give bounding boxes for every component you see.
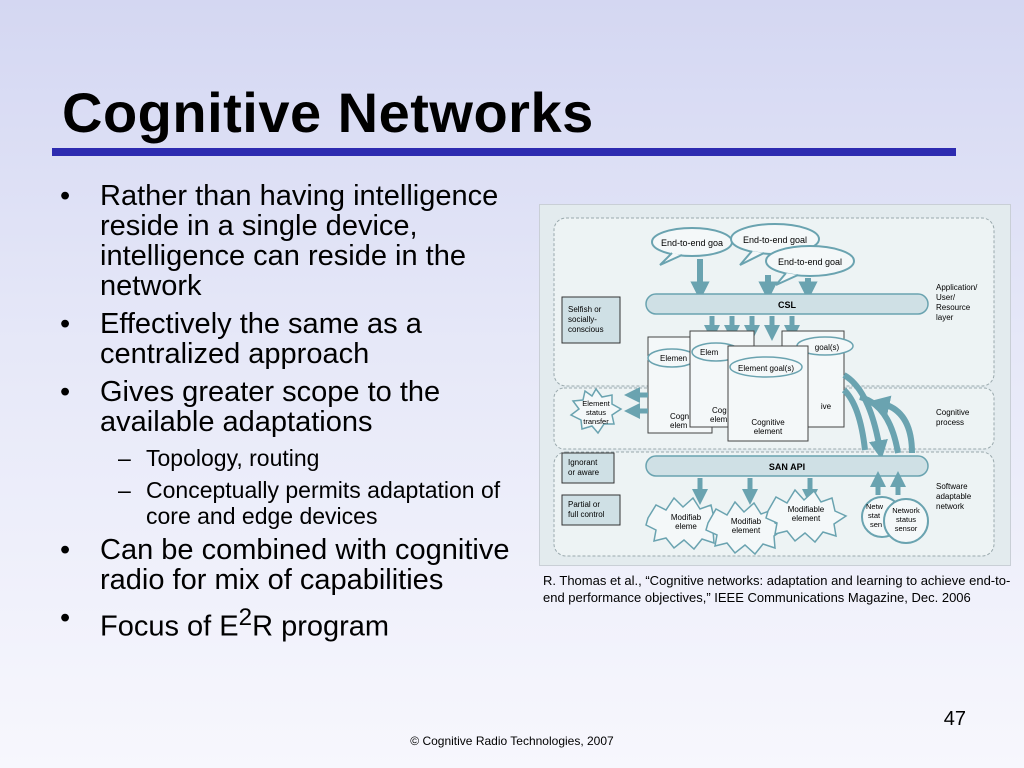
bullet-text: Can be combined with cognitive radio for…: [100, 534, 510, 596]
layer-label: Software: [936, 482, 968, 491]
layer-label: User/: [936, 293, 956, 302]
copyright-footer: © Cognitive Radio Technologies, 2007: [410, 734, 614, 748]
side-box-label: Selfish or: [568, 305, 602, 314]
bullet-item: Can be combined with cognitive radio for…: [60, 535, 522, 595]
status-label: transfer: [583, 417, 609, 426]
card-element-label: elem: [710, 415, 728, 424]
layer-label: Application/: [936, 283, 978, 292]
goal-bubble-label: End-to-end goal: [743, 235, 807, 245]
card-goal-label: goal(s): [815, 343, 840, 352]
cognitive-layer-label: Cognitive process: [936, 408, 970, 427]
status-label: Element: [582, 399, 610, 408]
network-status-sensor: Network status sensor: [883, 498, 929, 544]
goal-bubble: End-to-end goal: [765, 245, 855, 286]
modifiable-element: Modifiab eleme: [645, 496, 726, 551]
layer-label: adaptable: [936, 492, 972, 501]
slide-title: Cognitive Networks: [62, 81, 594, 144]
sensor-label: sensor: [895, 524, 918, 533]
title-underline: [52, 148, 956, 156]
csl-bar: [645, 293, 929, 315]
bullet-item: Rather than having intelligence reside i…: [60, 181, 522, 301]
software-layer-label: Software adaptable network: [936, 482, 972, 511]
sensor-label: status: [896, 515, 916, 524]
goal-bubble-label: End-to-end goa: [661, 238, 723, 248]
card-goal-label: Elemen: [660, 354, 687, 363]
bullet-list: Rather than having intelligence reside i…: [60, 181, 522, 650]
bullet-text: Effectively the same as a centralized ap…: [100, 308, 422, 370]
sub-bullet-text: Conceptually permits adaptation of core …: [146, 477, 501, 529]
modifiable-label: element: [732, 526, 761, 535]
selfish-box: Selfish or socially- conscious: [561, 296, 621, 344]
ignorant-box: Ignorant or aware: [561, 452, 615, 484]
card-element-label: Cog: [712, 406, 727, 415]
status-label: status: [586, 408, 606, 417]
card-element-label: Cogni: [670, 412, 691, 421]
bullet-item: Focus of E2R program: [60, 603, 522, 642]
modifiable-label: eleme: [675, 522, 697, 531]
process-arrow: [859, 394, 901, 454]
card-element-label: element: [754, 427, 783, 436]
modifiable-element: Modifiab element: [705, 500, 787, 556]
process-arrow: [870, 395, 915, 454]
layer-label: Cognitive: [936, 408, 970, 417]
side-box-label: Partial or: [568, 500, 600, 509]
application-layer-label: Application/ User/ Resource layer: [936, 283, 978, 322]
bullet-text: Rather than having intelligence reside i…: [100, 180, 499, 302]
san-api-label: SAN API: [769, 462, 805, 472]
layer-label: Resource: [936, 303, 971, 312]
sensor-label: stat: [868, 511, 881, 520]
layer-label: process: [936, 418, 964, 427]
cognitive-network-figure: End-to-end goa End-to-end goal End-to-en…: [539, 204, 1011, 566]
superscript-2: 2: [238, 604, 253, 631]
modifiable-label: Modifiab: [731, 517, 762, 526]
card-element-label: ive: [821, 402, 832, 411]
bullet-text: Focus of E: [100, 610, 239, 643]
goal-bubble-label: End-to-end goal: [778, 257, 842, 267]
card-goal-label: Element goal(s): [738, 364, 794, 373]
sensor-label: sen: [870, 520, 882, 529]
modifiable-label: Modifiable: [788, 505, 825, 514]
bullet-text-tail: R program: [252, 610, 390, 643]
side-box-label: conscious: [568, 325, 604, 334]
card-goal-label: Elem: [700, 348, 719, 357]
sub-bullet-item: Topology, routing: [60, 445, 522, 471]
layer-label: layer: [936, 313, 954, 322]
modifiable-label: Modifiab: [671, 513, 702, 522]
element-status-transfer-shape: Element status transfer: [569, 387, 623, 435]
page-number: 47: [943, 708, 966, 730]
partial-control-box: Partial or full control: [561, 494, 621, 526]
sub-bullet-item: Conceptually permits adaptation of core …: [60, 477, 522, 529]
sensor-label: Network: [892, 506, 920, 515]
side-box-label: or aware: [568, 468, 600, 477]
sub-bullet-text: Topology, routing: [146, 445, 320, 471]
bullet-item: Effectively the same as a centralized ap…: [60, 309, 522, 369]
figure-caption: R. Thomas et al., “Cognitive networks: a…: [543, 573, 1011, 605]
process-arrow: [841, 387, 868, 451]
card-element-label: elem: [670, 421, 688, 430]
san-api-bar: [645, 455, 929, 477]
side-box-label: full control: [568, 510, 605, 519]
layer-label: network: [936, 502, 965, 511]
cognitive-element-card: Element goal(s) Cognitive element: [727, 345, 809, 442]
modifiable-label: element: [792, 514, 821, 523]
csl-label: CSL: [778, 300, 797, 310]
bullet-item: Gives greater scope to the available ada…: [60, 377, 522, 437]
bullet-text: Gives greater scope to the available ada…: [100, 376, 441, 438]
side-box-label: Ignorant: [568, 458, 598, 467]
card-element-label: Cognitive: [751, 418, 785, 427]
sensor-label: Netw: [866, 502, 884, 511]
modifiable-element: Modifiable element: [765, 488, 848, 544]
figure-diagram: End-to-end goa End-to-end goal End-to-en…: [540, 205, 1010, 565]
side-box-label: socially-: [568, 315, 597, 324]
